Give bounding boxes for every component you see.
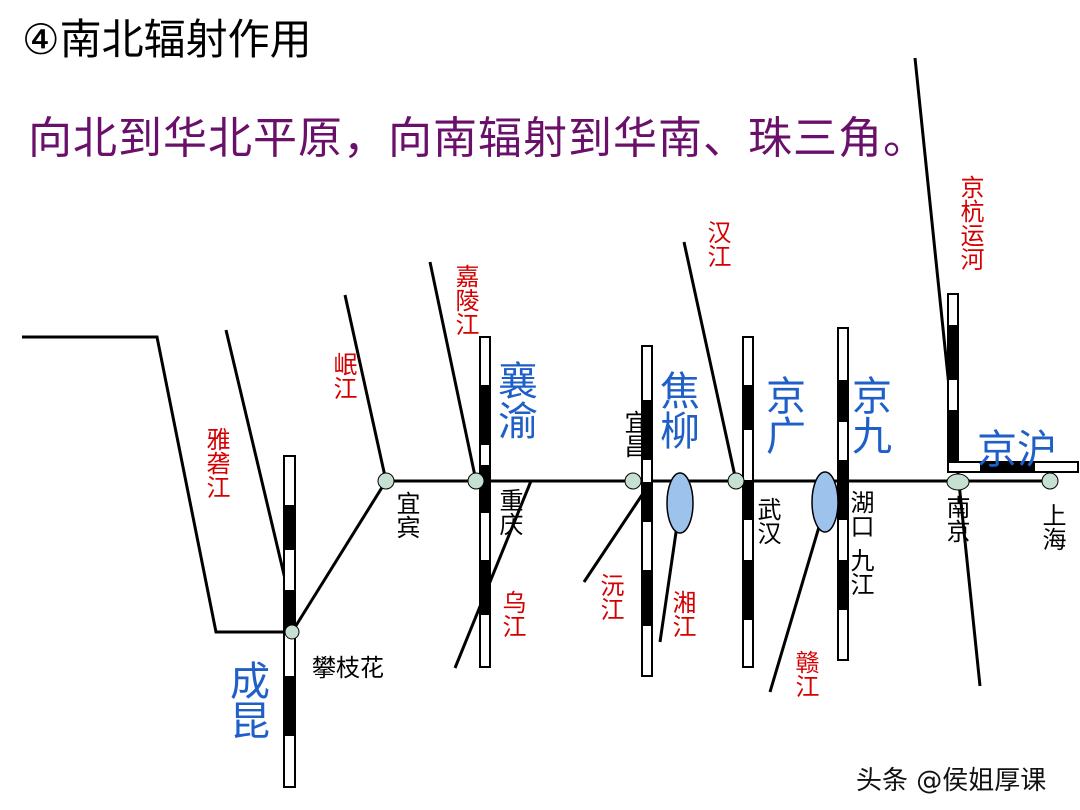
city-label-jiujiang: 九江 [846,548,874,596]
railway-label-xiangyu: 襄渝 [491,360,537,440]
city-label-panzhihua: 攀枝花 [312,654,384,682]
river-label-grand-canal: 京杭运河 [956,175,984,271]
river-label-han: 汉江 [703,220,731,268]
yangtze-river-line [290,480,388,633]
chongqing-node [467,472,485,490]
railway-jingguang [742,336,754,668]
river-label-min: 岷江 [329,352,357,400]
river-label-yalong: 雅砻江 [202,427,230,499]
railway-label-jingguang: 京广 [759,375,805,455]
yalong-river-line [224,329,292,601]
city-label-hukou: 湖口 [846,490,874,538]
wuhan-node [727,472,745,490]
subtitle: 向北到华北平原，向南辐射到华南、珠三角。 [28,113,928,164]
railway-jiaoliu [641,345,653,677]
page-title: ④南北辐射作用 [22,15,312,64]
wu-river-line [453,480,533,669]
yangtze-river-line [22,335,292,634]
yibin-node [377,472,395,490]
railway-chengkun [283,455,296,788]
yichang-node [624,472,642,490]
han-river-line [682,241,738,482]
yuan-river-line [582,485,650,583]
river-label-yuan: 沅江 [596,573,624,621]
min-river-line [343,294,388,482]
poyang-lake [811,471,839,533]
shanghai-node [1041,472,1059,490]
river-label-xiang: 湘江 [668,590,696,638]
railway-jinghu [947,293,1079,473]
panzhihua-node [284,624,300,640]
railway-label-chengkun: 成昆 [223,660,269,740]
city-label-yibin: 宜宾 [392,491,420,539]
city-label-wuhan: 武汉 [753,497,781,545]
railway-label-jiaoliu: 焦柳 [653,370,699,450]
jialing-river-line [428,261,478,482]
nanjing-node [946,473,970,491]
gan-river-line [768,509,826,693]
city-label-nanjing: 南京 [942,495,970,543]
river-label-gan: 赣江 [791,650,819,698]
railway-label-jinghu: 京沪 [977,427,1057,473]
city-label-chongqing: 重庆 [495,488,523,536]
railway-xiangyu [479,336,491,668]
dongting-lake [666,472,694,534]
railway-label-jingjiu: 京九 [845,375,891,455]
city-label-yichang: 宜昌 [620,410,648,458]
watermark: 头条 @侯姐厚课 [856,766,1047,796]
river-label-jialing: 嘉陵江 [451,264,479,336]
city-label-shanghai: 上海 [1038,503,1066,551]
river-label-wu: 乌江 [498,590,526,638]
